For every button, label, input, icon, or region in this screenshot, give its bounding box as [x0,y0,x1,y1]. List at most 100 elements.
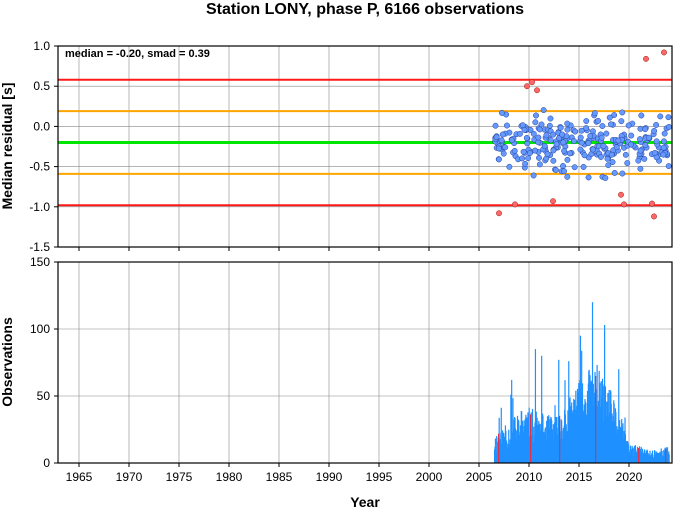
observation-bar [500,407,502,463]
outlier-point [512,201,518,208]
residual-point [543,132,550,139]
observation-bar [528,407,530,463]
observation-bar [541,355,543,463]
residual-point [665,114,672,121]
residual-point [571,164,578,171]
residual-point [619,170,626,177]
residual-point [530,130,537,137]
residual-point [602,175,609,181]
residual-point [547,137,554,144]
residual-point [519,122,526,129]
residual-point [624,160,631,166]
x-tick-label: 1975 [166,470,193,484]
observation-bar [542,415,544,463]
observation-bar-flagged [530,414,532,463]
observation-bar-flagged [595,376,597,463]
residual-point [635,157,642,164]
residual-point [651,149,658,156]
residual-point [637,147,644,154]
residual-grid [58,45,672,248]
observation-bar [591,302,594,463]
residual-point [550,157,557,164]
residual-point [613,144,620,151]
x-tick-label: 2010 [516,470,543,484]
threshold-lines [58,78,672,207]
observation-bar [556,427,558,463]
residual-point [605,162,612,169]
residual-point [564,120,571,127]
observation-bar [649,450,651,463]
residual-point [564,126,571,133]
observation-bar [574,400,576,463]
residual-point [600,143,607,150]
residual-point [642,142,649,149]
y-tick-label: -1.5 [29,240,50,254]
residual-point [533,112,539,119]
observation-bar [618,369,620,463]
x-tick-label: 1970 [116,470,143,484]
observation-bar-flagged [665,448,667,463]
residual-point [583,118,590,124]
residual-point [581,152,588,159]
y-tick-label: 0.5 [33,79,50,93]
residual-point [508,137,515,144]
residual-point [651,127,658,134]
outlier-point [649,200,655,207]
residual-point [522,160,529,167]
observation-bar [660,448,662,463]
residual-point [597,154,604,160]
residual-point [666,123,672,130]
observation-bar [547,416,549,463]
residual-point [637,136,643,143]
observations-panel-frame [57,261,673,464]
observations-y-axis-label: Observations [0,317,15,407]
residual-point [564,156,571,163]
residual-point [550,131,557,138]
residual-point [540,107,547,114]
residual-point [619,109,626,116]
observation-bar [530,412,532,463]
residual-point [585,140,592,147]
residual-point [520,148,527,155]
outlier-point [661,49,667,56]
residual-point [498,137,505,144]
x-tick-label: 1985 [266,470,293,484]
residual-point [595,117,602,124]
residual-point [628,132,635,139]
residual-point [606,114,613,121]
residual-point [578,139,585,146]
observation-bar [579,335,582,463]
residual-point [559,131,566,138]
residual-y-axis-label: Median residual [s] [0,83,15,210]
residual-point [557,124,564,131]
residual-point [653,138,660,145]
observation-bar [589,375,591,463]
residual-x-ticks [78,247,630,251]
median-smad-annotation: median = -0.20, smad = 0.39 [65,48,210,60]
observation-bar [505,430,507,463]
residual-point [560,139,567,146]
observation-bar [598,370,600,463]
residual-point [550,147,557,154]
residual-point [572,128,579,135]
residual-point [604,155,611,162]
outlier-point [529,79,535,86]
observation-bar [637,450,639,463]
y-tick-label: 0 [43,456,50,470]
observation-bar [534,349,537,463]
residual-point [583,125,590,132]
residual-point [585,174,592,181]
residual-point [564,173,571,180]
residual-point [660,144,667,151]
residual-point [519,155,526,162]
x-tick-label: 2020 [616,470,643,484]
residual-point [516,130,523,137]
residual-point [590,146,596,153]
residual-point [637,165,644,172]
residual-point [541,143,548,150]
residual-point [499,109,505,116]
residual-point [661,130,668,137]
x-tick-label: 2005 [466,470,493,484]
